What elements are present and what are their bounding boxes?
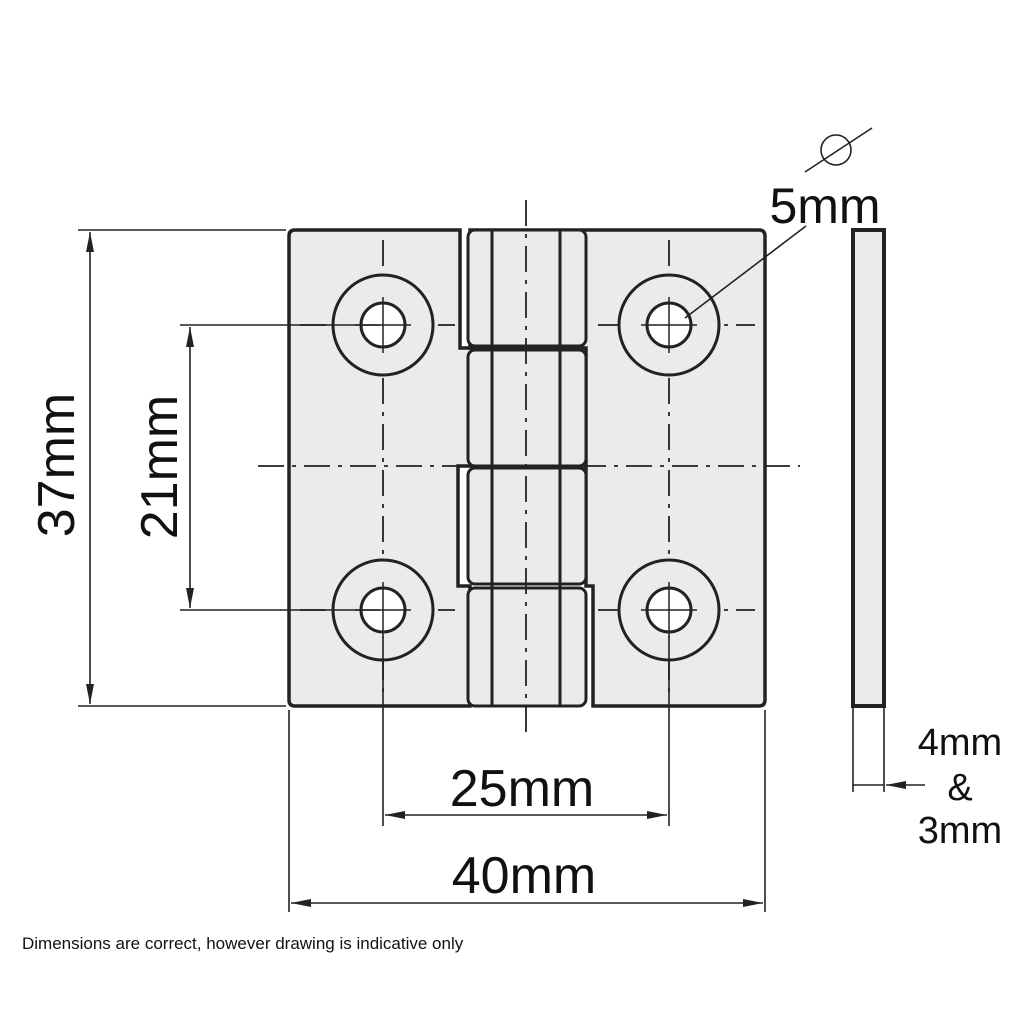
footnote: Dimensions are correct, however drawing … xyxy=(22,934,464,953)
dimension-lines xyxy=(78,127,925,912)
dim-5mm: 5mm xyxy=(769,178,880,234)
dim-37mm: 37mm xyxy=(28,393,86,537)
dim-thickness-3mm: 3mm xyxy=(918,810,1002,852)
side-view xyxy=(851,228,886,708)
knuckles xyxy=(466,228,588,708)
dim-thickness-and: & xyxy=(947,767,972,809)
dim-thickness-4mm: 4mm xyxy=(918,722,1002,764)
dim-21mm: 21mm xyxy=(131,395,189,539)
diameter-icon xyxy=(820,134,852,166)
dim-25mm: 25mm xyxy=(450,760,594,818)
dim-40mm: 40mm xyxy=(452,847,596,905)
